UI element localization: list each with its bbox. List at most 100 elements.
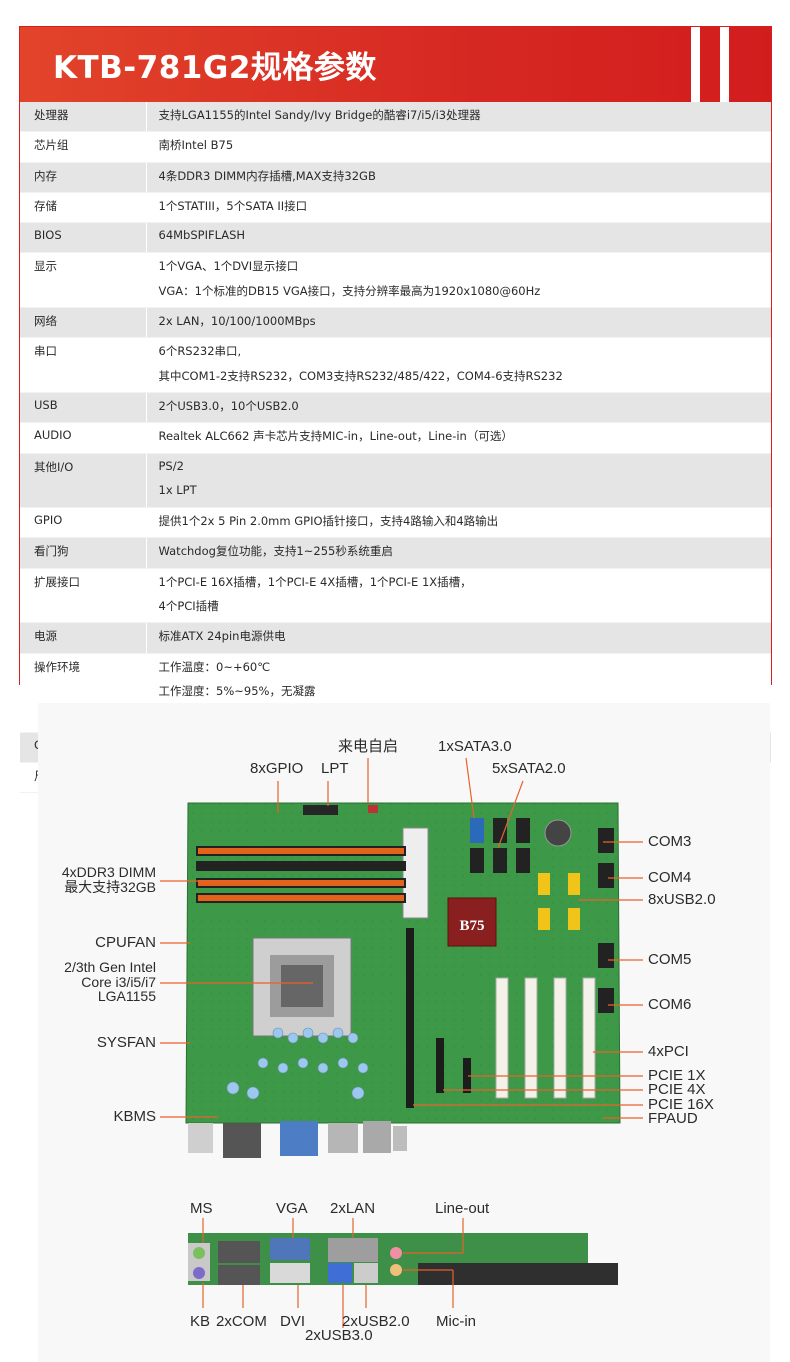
header-stripe bbox=[691, 27, 700, 102]
gpio-label: 8xGPIO bbox=[250, 760, 304, 777]
motherboard-illustration: B75 bbox=[160, 757, 643, 1328]
page-title: KTB-781G2规格参数 bbox=[53, 50, 377, 86]
spec-value-line: 其中COM1-2支持RS232，COM3支持RS232/485/422，COM4… bbox=[158, 368, 563, 383]
spec-value-line: 64MbSPIFLASH bbox=[158, 228, 246, 243]
io-panel-closeup bbox=[188, 1233, 618, 1285]
spec-key: 扩展接口 bbox=[20, 568, 147, 624]
spec-row: GPIO 提供1个2x 5 Pin 2.0mm GPIO插针接口，支持4路输入和4… bbox=[20, 507, 771, 539]
spec-key: 串口 bbox=[20, 337, 147, 393]
spec-value-line: 支持LGA1155的Intel Sandy/Ivy Bridge的酷睿i7/i5… bbox=[158, 108, 481, 122]
pcie4-label: PCIE 4X bbox=[648, 1081, 706, 1098]
spec-key: BIOS bbox=[20, 222, 147, 254]
spec-value-line: 工作温度：0~+60℃ bbox=[158, 659, 271, 674]
vga-label: VGA bbox=[276, 1200, 308, 1217]
spec-value: Realtek ALC662 声卡芯片支持MIC-in，Line-out，Lin… bbox=[146, 422, 771, 454]
spec-value: 南桥Intel B75 bbox=[146, 131, 771, 163]
spec-panel: KTB-781G2规格参数 处理器支持LGA1155的Intel Sandy/I… bbox=[19, 26, 772, 794]
micin-label: Mic-in bbox=[436, 1313, 476, 1330]
sata-ports bbox=[470, 818, 572, 873]
spec-key: 看门狗 bbox=[20, 537, 147, 569]
spec-row: 芯片组南桥Intel B75 bbox=[20, 131, 771, 163]
pcie-slots bbox=[406, 928, 471, 1108]
pcie16-label: PCIE 16X bbox=[648, 1096, 714, 1113]
spec-key: 内存 bbox=[20, 162, 147, 193]
b75-chipset: B75 bbox=[447, 897, 497, 947]
spec-key: GPIO bbox=[20, 507, 147, 539]
spec-value: 提供1个2x 5 Pin 2.0mm GPIO插针接口，支持4路输入和4路输出 bbox=[146, 507, 771, 539]
ms-label: MS bbox=[190, 1200, 213, 1217]
usb3-label: 2xUSB3.0 bbox=[305, 1327, 373, 1344]
cpufan-label: CPUFAN bbox=[95, 934, 156, 951]
spec-value-line: PS/2 bbox=[158, 458, 184, 473]
lan-label: 2xLAN bbox=[330, 1200, 376, 1217]
spec-row: 处理器支持LGA1155的Intel Sandy/Ivy Bridge的酷睿i7… bbox=[20, 102, 771, 133]
kb-label: KB bbox=[190, 1313, 211, 1330]
spec-key: 电源 bbox=[20, 622, 147, 654]
dvi-label: DVI bbox=[280, 1313, 306, 1330]
spec-row: 其他I/O PS/2 1x LPT bbox=[20, 453, 771, 509]
com6-label: COM6 bbox=[648, 996, 692, 1013]
spec-value-line: 南桥Intel B75 bbox=[158, 138, 234, 153]
spec-value: 4条DDR3 DIMM内存插槽,MAX支持32GB bbox=[146, 162, 771, 193]
spec-table: 处理器支持LGA1155的Intel Sandy/Ivy Bridge的酷睿i7… bbox=[20, 102, 771, 794]
kbms-label: KBMS bbox=[113, 1108, 156, 1125]
spec-header: KTB-781G2规格参数 bbox=[20, 27, 771, 102]
sata2-label: 5xSATA2.0 bbox=[492, 760, 566, 777]
spec-value: 1个PCI-E 16X插槽，1个PCI-E 4X插槽，1个PCI-E 1X插槽，… bbox=[146, 568, 771, 624]
spec-value-line: 标准ATX 24pin电源供电 bbox=[158, 629, 286, 644]
spec-row: 内存 4条DDR3 DIMM内存插槽,MAX支持32GB bbox=[20, 162, 771, 193]
spec-value-line: 2个USB3.0，10个USB2.0 bbox=[158, 398, 299, 413]
spec-value: PS/2 1x LPT bbox=[146, 453, 771, 509]
spec-value: 2个USB3.0，10个USB2.0 bbox=[146, 392, 771, 424]
spec-value-line: 1个STATIII，5个SATA II接口 bbox=[158, 198, 308, 213]
usb2-label: 2xUSB2.0 bbox=[342, 1313, 410, 1330]
spec-value: 2x LAN，10/100/1000MBps bbox=[146, 307, 771, 339]
spec-value-line: 1个PCI-E 16X插槽，1个PCI-E 4X插槽，1个PCI-E 1X插槽， bbox=[158, 574, 472, 589]
lineout-label: Line-out bbox=[435, 1200, 490, 1217]
spec-key: 显示 bbox=[20, 252, 147, 309]
spec-row: 电源标准ATX 24pin电源供电 bbox=[20, 622, 771, 654]
spec-key: 处理器 bbox=[20, 102, 147, 133]
sysfan-label: SYSFAN bbox=[96, 1034, 156, 1051]
spec-value: 支持LGA1155的Intel Sandy/Ivy Bridge的酷睿i7/i5… bbox=[146, 102, 771, 133]
spec-value-line: 4条DDR3 DIMM内存插槽,MAX支持32GB bbox=[158, 168, 376, 183]
spec-value-line: 1个VGA、1个DVI显示接口 bbox=[158, 259, 299, 274]
pci-label: 4xPCI bbox=[648, 1043, 689, 1060]
header-stripe bbox=[720, 27, 729, 102]
dimm-slots bbox=[196, 846, 406, 903]
spec-value: 标准ATX 24pin电源供电 bbox=[146, 622, 771, 654]
spec-key: 芯片组 bbox=[20, 131, 147, 163]
spec-value-line: 工作湿度：5%~95%，无凝露 bbox=[158, 683, 316, 698]
spec-value: 6个RS232串口,其中COM1-2支持RS232，COM3支持RS232/48… bbox=[146, 337, 771, 393]
spec-key: 其他I/O bbox=[20, 453, 147, 509]
com4-label: COM4 bbox=[648, 869, 692, 886]
rear-io bbox=[188, 1121, 407, 1158]
spec-value-line: 提供1个2x 5 Pin 2.0mm GPIO插针接口，支持4路输入和4路输出 bbox=[158, 514, 499, 529]
spec-key: 网络 bbox=[20, 307, 147, 339]
spec-value: Watchdog复位功能，支持1~255秒系统重启 bbox=[146, 537, 771, 569]
cpu-label: 2/3th Gen Intel Core i3/i5/i7 LGA1155 bbox=[64, 959, 156, 1005]
spec-value-line: 4个PCI插槽 bbox=[158, 599, 219, 614]
pcie1-label: PCIE 1X bbox=[648, 1067, 706, 1084]
spec-row: 网络 2x LAN，10/100/1000MBps bbox=[20, 307, 771, 339]
usb2-header-label: 8xUSB2.0 bbox=[648, 891, 716, 908]
com-label: 2xCOM bbox=[216, 1313, 267, 1330]
lpt-label: LPT bbox=[321, 760, 349, 777]
com3-label: COM3 bbox=[648, 833, 692, 850]
io-leader-lines bbox=[202, 1218, 464, 1328]
pci-slots bbox=[495, 977, 596, 1099]
chipset-label: B75 bbox=[459, 918, 484, 934]
spec-row: BIOS 64MbSPIFLASH bbox=[20, 222, 771, 254]
spec-value: 64MbSPIFLASH bbox=[146, 222, 771, 254]
label-leader-lines bbox=[160, 757, 643, 1119]
sata3-label: 1xSATA3.0 bbox=[438, 738, 512, 755]
power-restart-label: 来电自启 bbox=[338, 738, 399, 755]
spec-key: AUDIO bbox=[20, 422, 147, 454]
spec-value-line: 2x LAN，10/100/1000MBps bbox=[158, 314, 316, 329]
spec-value-line: 1x LPT bbox=[158, 482, 197, 497]
fpaud-label: FPAUD bbox=[648, 1110, 698, 1127]
